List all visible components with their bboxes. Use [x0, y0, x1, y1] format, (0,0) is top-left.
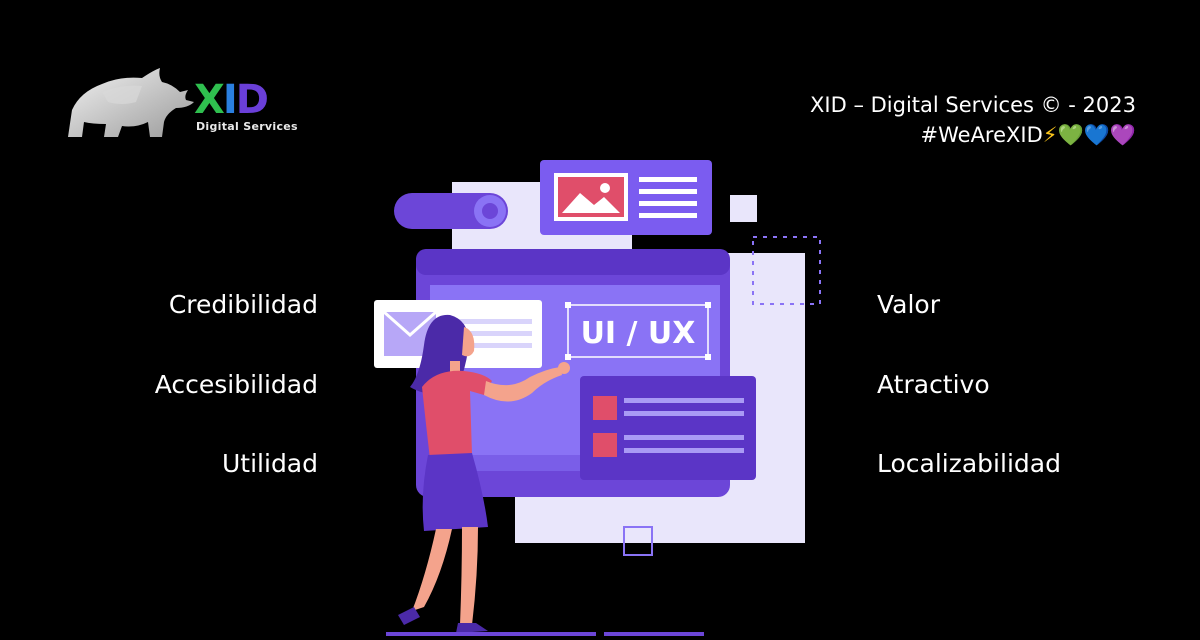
small-square [730, 195, 757, 222]
word-atractivo: Atractivo [877, 370, 990, 399]
logo-subtitle: Digital Services [196, 120, 298, 133]
word-accesibilidad: Accesibilidad [154, 370, 318, 399]
word-credibilidad: Credibilidad [168, 290, 318, 319]
blue-heart-icon: 💙 [1083, 123, 1110, 147]
hashtag-line: #WeAreXID⚡💚💙💜 [810, 120, 1136, 150]
purple-heart-icon: 💜 [1109, 123, 1136, 147]
word-localizabilidad: Localizabilidad [877, 449, 1061, 478]
rhino-icon [68, 68, 194, 137]
header-text: XID – Digital Services © - 2023 #WeAreXI… [810, 90, 1136, 150]
woman-figure [398, 314, 570, 633]
outline-square [623, 526, 653, 556]
green-heart-icon: 💚 [1057, 123, 1084, 147]
ui-ux-illustration: UI / UX [360, 155, 830, 636]
dashed-square [752, 236, 821, 305]
bolt-icon: ⚡ [1042, 123, 1058, 147]
word-utilidad: Utilidad [222, 449, 318, 478]
brand-logo: XID Digital Services [62, 62, 302, 152]
logo-mark: XID [194, 77, 269, 123]
copyright-line: XID – Digital Services © - 2023 [810, 93, 1136, 117]
uiux-label: UI / UX [581, 316, 696, 351]
selection-box [567, 304, 709, 358]
word-valor: Valor [877, 290, 941, 319]
hashtag: #WeAreXID [920, 123, 1043, 147]
list-card [580, 376, 756, 480]
